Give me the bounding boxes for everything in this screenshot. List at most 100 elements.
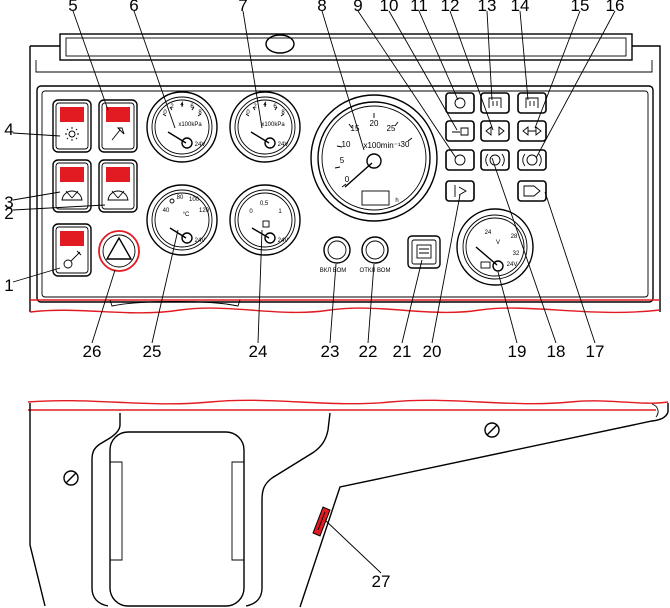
switch-4[interactable] [52,99,92,153]
warning-lamps [445,92,547,202]
callout-16: 16 [606,0,625,15]
callout-26: 26 [83,342,102,361]
callout-25: 25 [143,342,162,361]
callout-23: 23 [321,342,340,361]
callouts: 1 2 3 4 5 6 7 8 9 10 11 12 13 14 15 16 1… [4,0,624,591]
tach-tick-20: 20 [370,119,379,128]
switch-3[interactable] [52,159,92,213]
lamp-13 [480,92,510,114]
callout-9: 9 [353,0,362,15]
svg-text:6: 6 [273,104,277,110]
callout-2: 2 [4,204,13,223]
lamp-17 [517,180,547,202]
tachometer: 0 5 10 15 20 25 30 x100min⁻¹ h [310,94,438,222]
switch-1[interactable] [52,223,92,277]
leader-lines [12,10,616,574]
callout-6: 6 [129,0,138,15]
svg-text:6: 6 [190,104,194,110]
oil-tick-05: 0,5 [260,201,269,207]
lamp-11 [445,92,475,114]
voltmeter: 24 28 32 V 24V [456,208,534,286]
callout-10: 10 [380,0,399,15]
volt-unit: V [496,240,500,246]
pto-off-label: ОТКЛ ВОМ [360,268,391,274]
callout-13: 13 [478,0,497,15]
upper-panel [29,33,661,314]
tach-tick-0: 0 [345,175,350,184]
volt-tick-24: 24 [485,230,492,236]
lamp-9 [445,149,475,171]
oil-tick-1: 1 [278,209,282,215]
lamp-16 [517,149,547,171]
svg-text:0: 0 [246,110,250,116]
lamp-20 [445,180,475,202]
lamp-15 [517,120,547,142]
callout-8: 8 [317,0,326,15]
callout-17: 17 [586,342,605,361]
tach-tick-25: 25 [387,124,396,133]
hazard-button[interactable] [98,230,140,272]
callout-1: 1 [4,276,13,295]
svg-text:8: 8 [281,110,285,116]
temp-brand: 24V [195,238,206,244]
switch-2[interactable] [98,159,138,213]
pressure-unit-2: x100kPa [261,122,285,128]
tach-tick-30: 30 [401,140,410,149]
callout-3: 3 [4,193,13,212]
oil-pressure-gauge: 0 0,5 1 24V [229,184,301,256]
callout-21: 21 [393,342,412,361]
callout-15: 15 [571,0,590,15]
callout-22: 22 [359,342,378,361]
callout-14: 14 [511,0,530,15]
switch-5[interactable] [98,99,138,153]
pressure-brand-2: 24V [278,142,289,148]
lower-panel [27,399,669,608]
oil-brand: 24V [278,238,289,244]
knob-27[interactable] [312,506,331,537]
tach-tick-15: 15 [351,124,360,133]
pressure-brand-1: 24V [195,142,206,148]
rocker-switches [52,99,140,277]
tach-unit: x100min⁻¹ [363,141,400,150]
callout-20: 20 [423,342,442,361]
lamp-12 [480,120,510,142]
temp-tick-40: 40 [163,208,170,214]
oil-tick-0: 0 [249,209,253,215]
temperature-gauge: 40 80 100 120 °C 24V [146,184,218,256]
pto-on-button[interactable]: ВКЛ ВОМ [320,236,351,274]
callout-7: 7 [238,0,247,15]
pressure-unit-1: x100kPa [178,122,202,128]
lamp-10 [445,120,475,142]
temp-tick-120: 120 [199,208,210,214]
tach-tick-10: 10 [342,140,351,149]
callout-12: 12 [441,0,460,15]
volt-brand: 24V [507,262,518,268]
callout-4: 4 [4,120,13,139]
temp-tick-80: 80 [177,195,184,201]
lamp-14 [517,92,547,114]
svg-text:0: 0 [163,110,167,116]
tach-hours-label: h [395,198,398,204]
volt-tick-28: 28 [511,234,518,240]
svg-text:2: 2 [253,104,257,110]
callout-27: 27 [372,572,391,591]
svg-text:4: 4 [180,102,184,108]
tach-tick-5: 5 [340,156,345,165]
callout-18: 18 [547,342,566,361]
temp-unit: °C [183,212,190,218]
pto-off-button[interactable]: ОТКЛ ВОМ [360,236,391,274]
callout-11: 11 [410,0,428,15]
lamp-18 [480,149,510,171]
callout-24: 24 [249,342,268,361]
svg-text:2: 2 [170,104,174,110]
indicator-21 [407,235,441,269]
callout-19: 19 [508,342,527,361]
svg-text:4: 4 [263,102,267,108]
callout-5: 5 [68,0,77,15]
svg-text:8: 8 [198,110,202,116]
temp-tick-100: 100 [189,197,200,203]
pto-on-label: ВКЛ ВОМ [320,268,347,274]
